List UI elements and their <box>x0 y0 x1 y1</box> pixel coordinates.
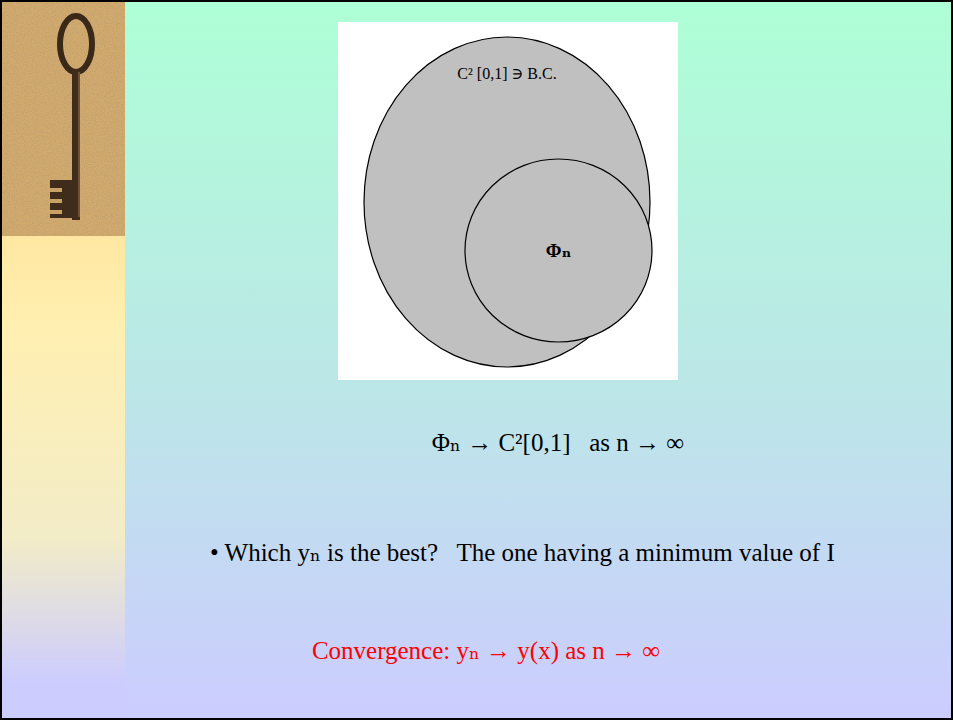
bullet-point: • Which yₙ is the best? The one having a… <box>210 538 835 568</box>
set-label: C² [0,1] ∋ B.C. <box>457 64 556 83</box>
outer-set-ellipse: C² [0,1] ∋ B.C. Φₙ <box>363 36 651 368</box>
convergence-statement: Convergence: yₙ → y(x) as n → ∞ <box>312 636 660 666</box>
key-photo <box>0 0 125 236</box>
inner-set-ellipse: Φₙ <box>464 158 653 343</box>
limit-statement: Φₙ → C²[0,1] as n → ∞ <box>432 428 684 458</box>
picture-frame <box>338 22 678 380</box>
subset-label: Φₙ <box>546 239 572 262</box>
